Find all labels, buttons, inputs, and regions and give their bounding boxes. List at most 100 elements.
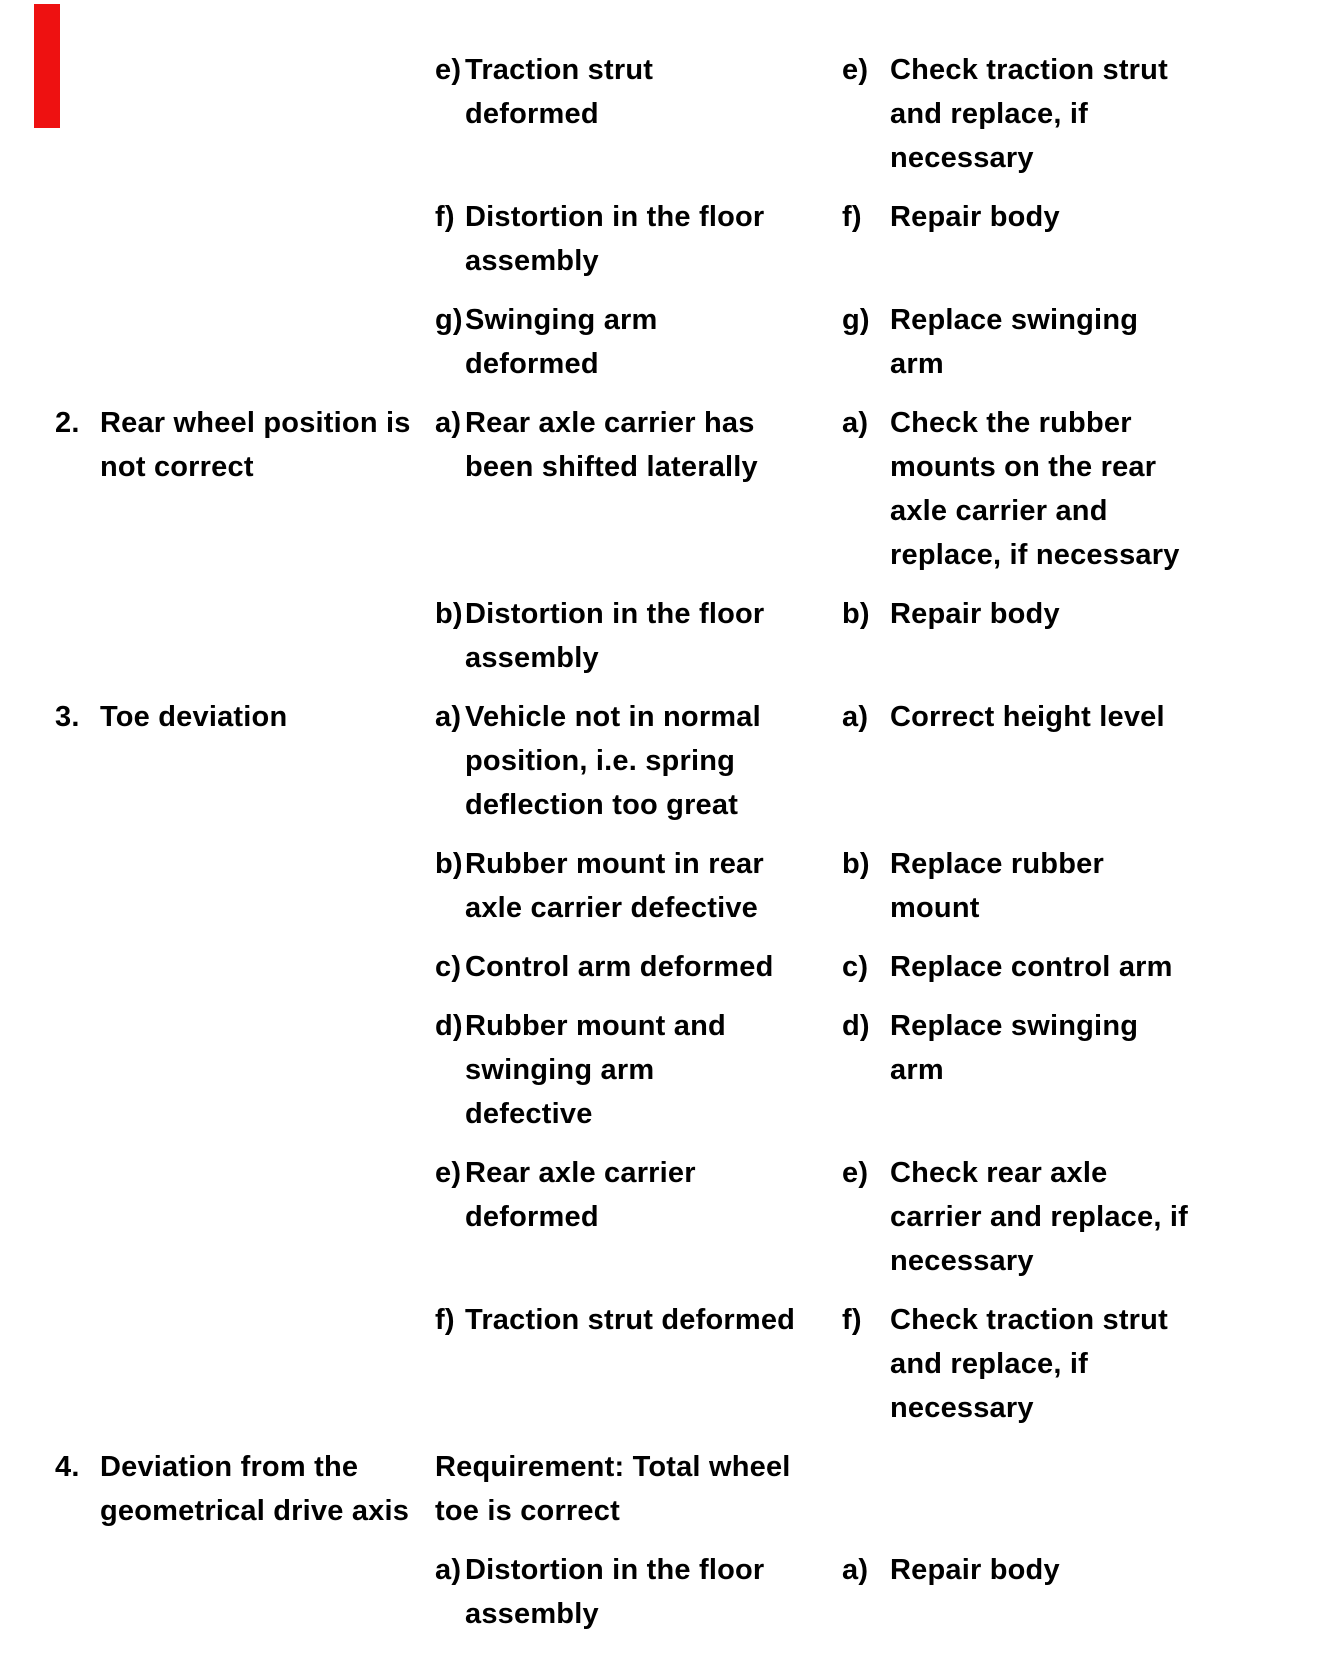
cause-cell: a)Vehicle not in normal position, i.e. s… bbox=[435, 695, 842, 827]
remedy-letter: e) bbox=[842, 1157, 869, 1189]
remedy-letter: c) bbox=[842, 951, 869, 983]
cause-letter: f) bbox=[435, 1304, 455, 1336]
remedy-text: Replace swinging arm bbox=[890, 304, 1139, 380]
problem-cell bbox=[55, 48, 435, 180]
problem-text: Toe deviation bbox=[100, 701, 288, 733]
cause-text: Rear axle carrier deformed bbox=[465, 1157, 696, 1233]
cause-cell: Requirement: Total wheel toe is correct bbox=[435, 1445, 842, 1533]
cause-letter: e) bbox=[435, 1157, 462, 1189]
problem-number: 4. bbox=[55, 1451, 80, 1483]
cause-text: Rubber mount in rear axle carrier defect… bbox=[465, 848, 764, 924]
cause-letter: c) bbox=[435, 951, 462, 983]
cause-letter: a) bbox=[435, 701, 462, 733]
remedy-cell: f) Repair body bbox=[842, 195, 1195, 283]
cause-text: Distortion in the floor assembly bbox=[465, 201, 765, 277]
table-row: d) Rubber mount and swinging arm defectiv… bbox=[55, 1004, 1195, 1136]
problem-cell: 3. Toe deviation bbox=[55, 695, 435, 827]
cause-letter: b) bbox=[435, 848, 463, 880]
cause-letter: a) bbox=[435, 1554, 462, 1586]
remedy-text: Check traction strut and replace, if nec… bbox=[890, 1304, 1168, 1424]
remedy-text: Repair body bbox=[890, 598, 1060, 630]
problem-text: Deviation from the geometrical drive axi… bbox=[100, 1451, 410, 1527]
remedy-text: Repair body bbox=[890, 1554, 1060, 1586]
remedy-text: Replace rubber mount bbox=[890, 848, 1104, 924]
remedy-letter: f) bbox=[842, 201, 862, 233]
problem-cell bbox=[55, 1548, 435, 1636]
problem-cell bbox=[55, 592, 435, 680]
remedy-text: Correct height level bbox=[890, 701, 1165, 733]
cause-cell: b)Distortion in the floor assembly bbox=[435, 592, 842, 680]
problem-number: 3. bbox=[55, 701, 80, 733]
remedy-cell: e) Check traction strut and replace, if n… bbox=[842, 48, 1195, 180]
problem-cell bbox=[55, 195, 435, 283]
remedy-cell: d)Replace swinging arm bbox=[842, 1004, 1195, 1136]
cause-text: Distortion in the floor assembly bbox=[465, 1554, 765, 1630]
remedy-letter: e) bbox=[842, 54, 869, 86]
cause-cell: e)Rear axle carrier deformed bbox=[435, 1151, 842, 1283]
cause-letter: g) bbox=[435, 304, 463, 336]
problem-cell bbox=[55, 1151, 435, 1283]
cause-cell: a)Rear axle carrier has been shifted lat… bbox=[435, 401, 842, 577]
remedy-text: Check the rubber mounts on the rear axle… bbox=[890, 407, 1180, 571]
remedy-cell: a) Repair body bbox=[842, 1548, 1195, 1636]
problem-cell bbox=[55, 945, 435, 989]
table-row: 4. Deviation from the geometrical drive a… bbox=[55, 1445, 1195, 1533]
cause-cell: c)Control arm deformed bbox=[435, 945, 842, 989]
remedy-cell bbox=[842, 1445, 1195, 1533]
remedy-text: Check traction strut and replace, if nec… bbox=[890, 54, 1168, 174]
problem-cell bbox=[55, 842, 435, 930]
cause-text: Control arm deformed bbox=[465, 951, 774, 983]
red-margin-marker bbox=[34, 4, 60, 128]
remedy-letter: b) bbox=[842, 598, 870, 630]
cause-letter: b) bbox=[435, 598, 463, 630]
cause-letter: e) bbox=[435, 54, 462, 86]
remedy-letter: d) bbox=[842, 1010, 870, 1042]
cause-cell: e)Traction strut deformed bbox=[435, 48, 842, 180]
problem-cell bbox=[55, 1298, 435, 1430]
cause-text: Traction strut deformed bbox=[465, 54, 654, 130]
cause-text: Distortion in the floor assembly bbox=[465, 598, 765, 674]
table-row: 3. Toe deviation a)Vehicle not in normal p… bbox=[55, 695, 1195, 827]
remedy-cell: e) Check rear axle carrier and replace, i… bbox=[842, 1151, 1195, 1283]
remedy-cell: b) Repair body bbox=[842, 592, 1195, 680]
cause-text: Requirement: Total wheel toe is correct bbox=[435, 1451, 791, 1527]
remedy-letter: a) bbox=[842, 407, 869, 439]
table-row: f) Traction strut deformed f) Check tractio… bbox=[55, 1298, 1195, 1430]
cause-text: Rear axle carrier has been shifted later… bbox=[465, 407, 758, 483]
table-row: f) Distortion in the floor assembly f) Repa… bbox=[55, 195, 1195, 283]
remedy-text: Replace control arm bbox=[890, 951, 1173, 983]
remedy-cell: a) Correct height level bbox=[842, 695, 1195, 827]
remedy-text: Check rear axle carrier and replace, if … bbox=[890, 1157, 1188, 1277]
problem-cell bbox=[55, 1004, 435, 1136]
remedy-text: Repair body bbox=[890, 201, 1060, 233]
remedy-cell: a) Check the rubber mounts on the rear ax… bbox=[842, 401, 1195, 577]
cause-text: Traction strut deformed bbox=[465, 1304, 796, 1336]
remedy-letter: f) bbox=[842, 1304, 862, 1336]
problem-cell: 2.Rear wheel position is not correct bbox=[55, 401, 435, 577]
problem-cell bbox=[55, 298, 435, 386]
cause-cell: g)Swinging arm deformed bbox=[435, 298, 842, 386]
cause-cell: a)Distortion in the floor assembly bbox=[435, 1548, 842, 1636]
cause-letter: a) bbox=[435, 407, 462, 439]
cause-text: Swinging arm deformed bbox=[465, 304, 658, 380]
remedy-letter: a) bbox=[842, 1554, 869, 1586]
problem-number: 2. bbox=[55, 407, 80, 439]
cause-text: Rubber mount and swinging arm defective bbox=[465, 1010, 726, 1130]
remedy-letter: g) bbox=[842, 304, 870, 336]
table-row: b)Rubber mount in rear axle carrier defe… bbox=[55, 842, 1195, 930]
cause-cell: b)Rubber mount in rear axle carrier defe… bbox=[435, 842, 842, 930]
remedy-cell: c) Replace control arm bbox=[842, 945, 1195, 989]
remedy-letter: a) bbox=[842, 701, 869, 733]
remedy-cell: f) Check traction strut and replace, if n… bbox=[842, 1298, 1195, 1430]
remedy-cell: b)Replace rubber mount bbox=[842, 842, 1195, 930]
remedy-cell: g) Replace swinging arm bbox=[842, 298, 1195, 386]
problem-cell: 4. Deviation from the geometrical drive a… bbox=[55, 1445, 435, 1533]
